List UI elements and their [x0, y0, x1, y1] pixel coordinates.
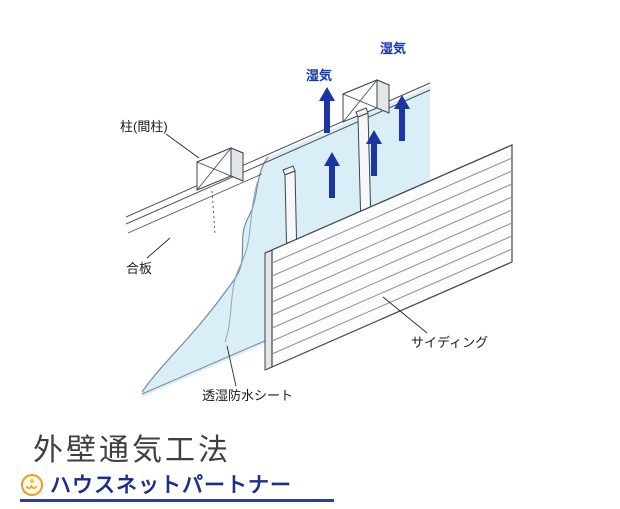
- waterproof-sheet-bottom-edge: [141, 335, 277, 395]
- moisture-arrow-up-icon: [319, 87, 335, 133]
- moisture-arrow-up-icon: [366, 130, 382, 176]
- brand-name: ハウスネットパートナー: [50, 473, 292, 497]
- diagram-labels: 柱(間柱) 合板 透湿防水シート サイディング 湿気 湿気: [120, 41, 488, 403]
- moisture-arrow-up-icon: [394, 95, 410, 141]
- siding-left-thickness: [264, 249, 273, 371]
- pillar-box-right: [341, 79, 391, 123]
- pillar-right-x-mark: [342, 79, 378, 123]
- brand-row: ハウスネットパートナー: [20, 472, 292, 498]
- moisture-label-right: 湿気: [380, 41, 406, 56]
- pillar-left-x-mark: [196, 147, 232, 191]
- pillar-box-left: [195, 147, 245, 191]
- siding-slat-lines: [271, 157, 513, 355]
- siding-panel: [264, 144, 513, 371]
- pillar-right-side-face: [376, 79, 390, 114]
- plywood-label: 合板: [126, 261, 152, 276]
- nail-dashed-line: [211, 190, 216, 234]
- moisture-arrow-up-icon: [324, 152, 340, 198]
- pillar-label: 柱(間柱): [120, 119, 168, 134]
- moisture-arrows: [319, 87, 410, 198]
- brand-logo-icon: [21, 474, 43, 496]
- plywood-edge-line: [127, 173, 263, 234]
- siding-label: サイディング: [411, 335, 488, 350]
- waterproof-sheet-crease: [224, 179, 259, 343]
- pillar-left-side-face: [230, 147, 244, 182]
- sheet-leader-line: [226, 345, 237, 387]
- waterproof-sheet-wavy-edge: [141, 156, 269, 393]
- plywood-leader-line: [146, 237, 171, 259]
- leader-lines: [146, 133, 428, 387]
- sheet-label: 透湿防水シート: [202, 388, 293, 403]
- brand-underline: [20, 499, 334, 502]
- siding-leader-line: [382, 296, 428, 334]
- moisture-label-left: 湿気: [306, 68, 332, 83]
- diagram-title: 外壁通気工法: [33, 433, 231, 468]
- rail-line-lower: [125, 89, 431, 225]
- pillar-leader-line: [165, 133, 200, 159]
